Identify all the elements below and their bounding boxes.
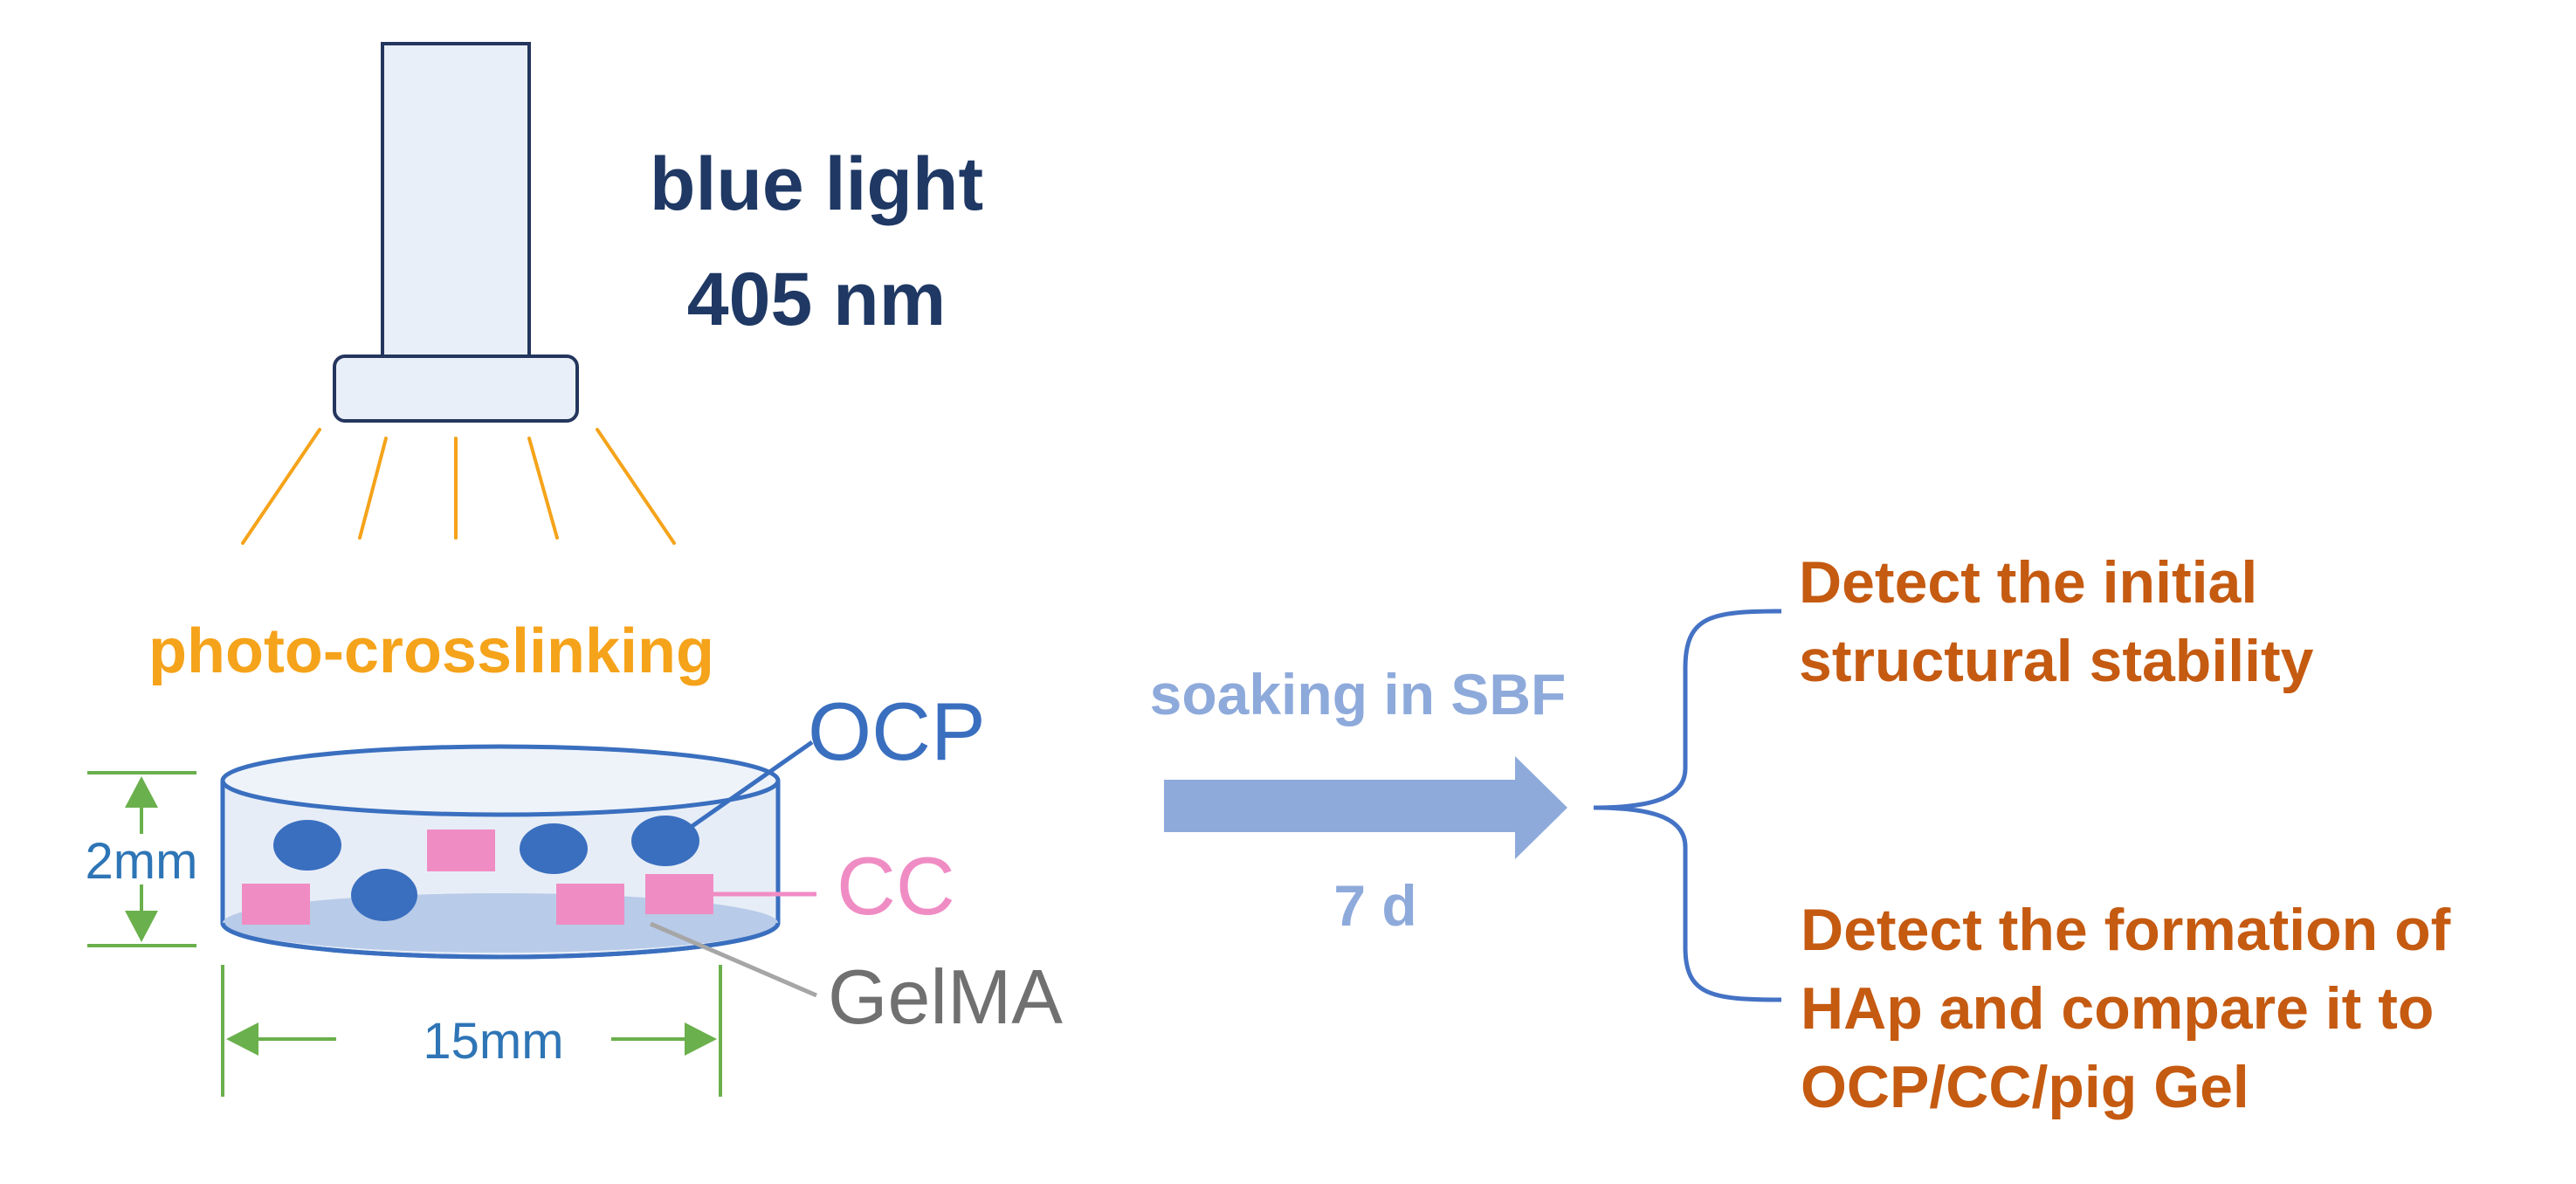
outcome-2-line: Detect the formation of xyxy=(1801,897,2451,963)
ocp-particle xyxy=(273,820,341,871)
hydrogel-disc xyxy=(220,744,781,960)
width-arrowhead-left xyxy=(226,1022,258,1056)
light-ray xyxy=(241,428,321,545)
light-label-line1: blue light xyxy=(650,142,983,226)
ocp-particle xyxy=(631,816,699,866)
light-ray xyxy=(527,437,559,540)
cc-particle xyxy=(645,874,713,914)
outcome-1-line: Detect the initial xyxy=(1799,549,2257,616)
outcome-brace xyxy=(1593,609,1782,1002)
outcome-2: Detect the formation of HAp and compare … xyxy=(1801,897,2451,1120)
height-arrowhead-up xyxy=(125,776,158,808)
light-source xyxy=(333,42,579,423)
cc-particle xyxy=(427,829,495,871)
duration-label: 7 d xyxy=(1333,873,1416,938)
outcome-2-line: HAp and compare it to xyxy=(1801,975,2434,1042)
width-arrowhead-right xyxy=(685,1022,717,1056)
soaking-label: soaking in SBF xyxy=(1150,662,1567,726)
light-ray xyxy=(596,428,676,545)
light-ray xyxy=(358,437,388,540)
cc-particle xyxy=(556,884,624,925)
height-dimension xyxy=(87,771,196,947)
ocp-particle xyxy=(351,869,417,921)
width-dimension xyxy=(221,965,722,1097)
process-arrow xyxy=(1164,756,1567,859)
height-arrowhead-down xyxy=(125,911,158,942)
gelma-label: GelMA xyxy=(828,953,1063,1040)
outcome-2-line: OCP/CC/pig Gel xyxy=(1801,1054,2249,1120)
cc-particle xyxy=(242,884,310,925)
light-rays xyxy=(241,428,676,545)
ocp-particle xyxy=(520,823,588,874)
lamp-tube xyxy=(381,42,531,360)
width-label: 15mm xyxy=(423,1013,563,1070)
crosslinking-label: photo-crosslinking xyxy=(148,616,714,686)
disc-top xyxy=(220,744,781,817)
outcome-1-line: structural stability xyxy=(1799,628,2314,694)
gelma-leader-line xyxy=(650,921,817,998)
cc-label: CC xyxy=(837,840,955,932)
lamp-head xyxy=(333,355,579,423)
ocp-label: OCP xyxy=(808,685,986,777)
ocp-leader-line xyxy=(679,740,814,836)
outcome-1: Detect the initial structural stability xyxy=(1799,549,2314,694)
height-label: 2mm xyxy=(86,833,198,890)
light-label-line2: 405 nm xyxy=(687,258,946,341)
disc-bottom-edge xyxy=(220,922,781,960)
